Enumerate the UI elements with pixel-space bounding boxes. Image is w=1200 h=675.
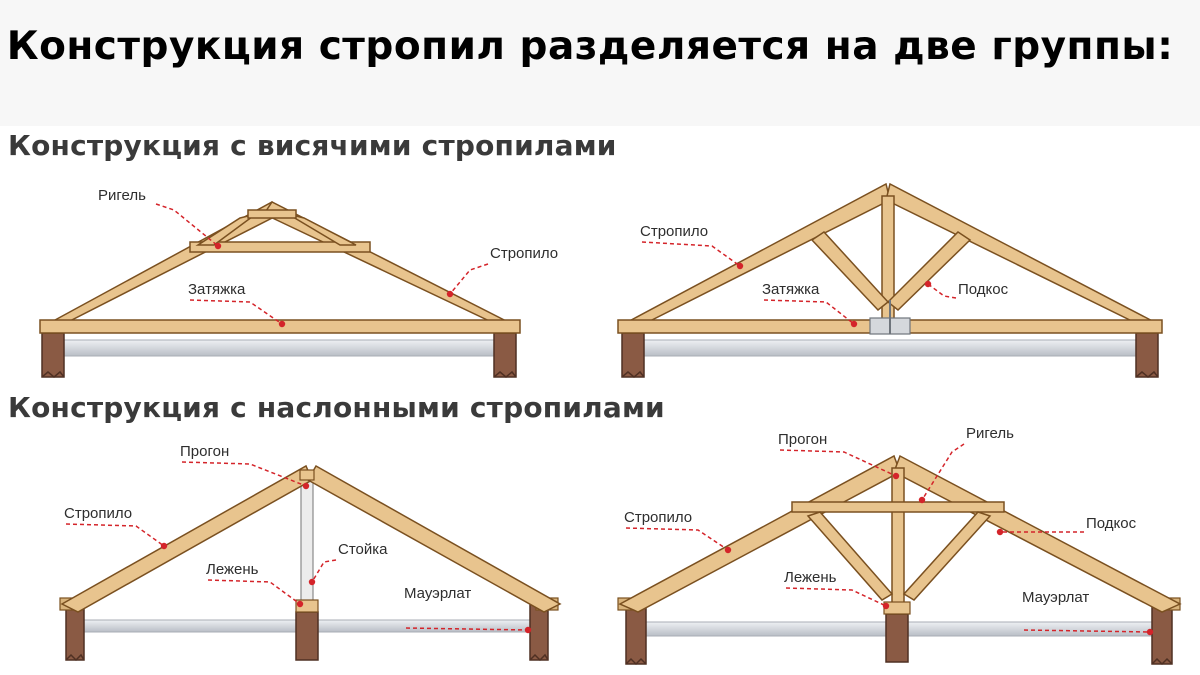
label-mauerlat: Мауэрлат xyxy=(404,585,471,602)
strut-right xyxy=(886,231,972,311)
brick-wall-left xyxy=(621,332,645,378)
label-progon: Прогон xyxy=(778,431,827,448)
label-podkos: Подкос xyxy=(1086,515,1137,532)
brick-wall-right xyxy=(493,332,517,378)
diagram-hanging-collar: Ригель Стропило Затяжка xyxy=(39,187,558,378)
label-zatyazhka: Затяжка xyxy=(188,281,246,298)
diagram-leaning-post: Прогон Стропило Стойка Лежень Мауэрлат xyxy=(59,443,562,662)
label-podkos: Подкос xyxy=(958,281,1009,298)
label-mauerlat: Мауэрлат xyxy=(1022,589,1089,606)
label-zatyazhka: Затяжка xyxy=(762,281,820,298)
brick-wall-left xyxy=(41,332,65,378)
rafter-left xyxy=(619,182,891,327)
apex-collar xyxy=(247,209,297,219)
rafter-left xyxy=(618,454,901,613)
collar-strut-right xyxy=(287,213,357,246)
brick-wall-right xyxy=(529,603,549,662)
rafter-right xyxy=(885,182,1163,327)
label-stropilo: Стропило xyxy=(64,505,132,522)
brick-wall-left xyxy=(65,603,85,662)
section-title-leaning-rafters: Конструкция с наслонными стропилами xyxy=(8,391,665,424)
brick-wall-right xyxy=(1151,603,1173,666)
label-stropilo: Стропило xyxy=(490,245,558,262)
ceiling-slab xyxy=(637,339,1143,357)
label-stropilo: Стропило xyxy=(624,509,692,526)
title-band xyxy=(0,0,1200,126)
label-stoyka: Стойка xyxy=(338,541,388,558)
section-title-hanging-rafters: Конструкция с висячими стропилами xyxy=(8,129,617,162)
diagram-hanging-kingpost: Стропило Затяжка Подкос xyxy=(617,182,1163,378)
label-progon: Прогон xyxy=(180,443,229,460)
post xyxy=(891,467,905,605)
label-stropilo: Стропило xyxy=(640,223,708,240)
brick-wall-left xyxy=(625,603,647,666)
rafter-left xyxy=(60,464,313,613)
label-lezhen: Лежень xyxy=(206,561,259,578)
brick-wall-right xyxy=(1135,332,1159,378)
strut-right xyxy=(902,511,992,601)
page-title: Конструкция стропил разделяется на две г… xyxy=(6,24,1174,69)
center-pier xyxy=(295,611,319,661)
label-rigel: Ригель xyxy=(966,425,1014,442)
ridge-purlin xyxy=(299,469,315,481)
strut-left xyxy=(810,231,890,312)
collar-beam xyxy=(791,501,1005,513)
label-rigel: Ригель xyxy=(98,187,146,204)
collar-beam xyxy=(189,241,371,253)
center-pier xyxy=(885,613,909,663)
tie-beam xyxy=(39,319,521,334)
rafter-right xyxy=(893,454,1182,613)
label-lezhen: Лежень xyxy=(784,569,837,586)
diagram-leaning-struts: Прогон Ригель Стропило Подкос Лежень Мау… xyxy=(617,425,1182,666)
ceiling-slab xyxy=(59,339,501,357)
strut-left xyxy=(806,511,894,601)
